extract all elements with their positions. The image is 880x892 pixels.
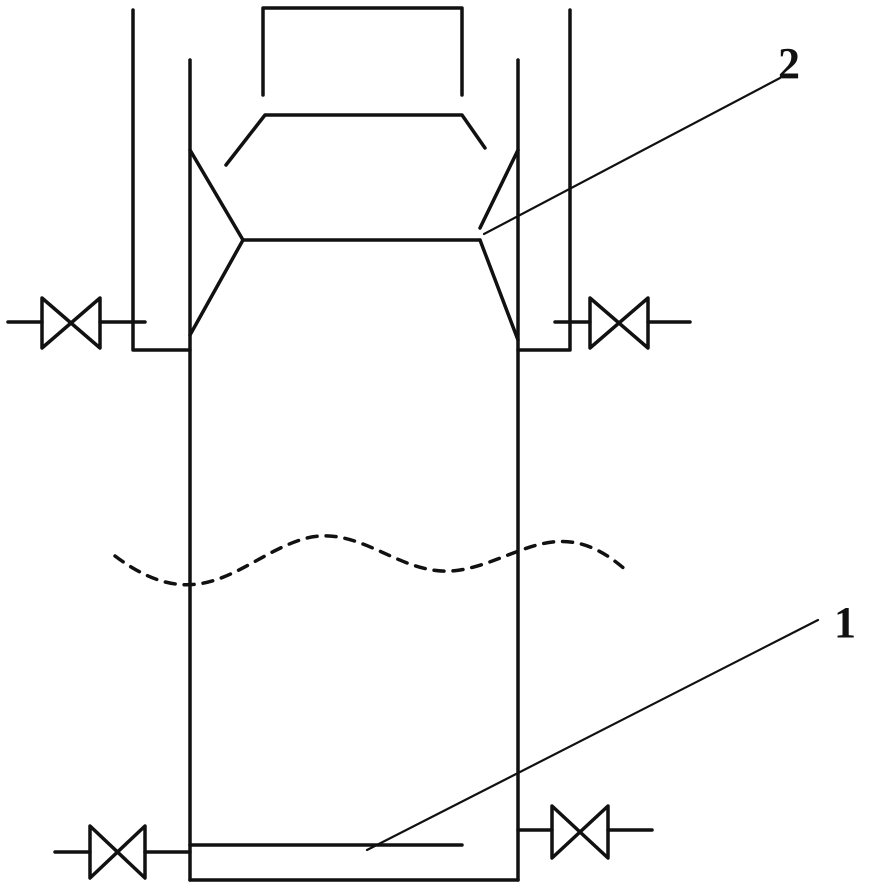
baffle-assembly (188, 148, 520, 342)
valve-icon (88, 824, 147, 880)
outer-jacket (131, 8, 572, 352)
leader-line-part-1 (365, 618, 820, 852)
valve-lower-left[interactable] (53, 824, 192, 880)
baffle-right-upper (478, 148, 520, 230)
leader-line-part-2 (482, 76, 782, 236)
valve-icon (588, 296, 650, 350)
baffle-right-lower (478, 238, 520, 342)
valve-lower-right[interactable] (516, 804, 654, 860)
cap-frame (261, 6, 464, 97)
top-cap (224, 6, 487, 167)
label-part-2: 2 (778, 39, 800, 88)
label-part-1: 1 (834, 598, 856, 647)
baffle-left (188, 148, 245, 337)
outer-jacket-left-wall (131, 8, 192, 352)
main-vessel (188, 58, 520, 882)
valve-icon (40, 296, 102, 350)
valve-upper-left[interactable] (6, 296, 147, 350)
liquid-level-wave (113, 534, 630, 587)
valve-upper-right[interactable] (553, 296, 692, 350)
cap-shoulder (224, 113, 487, 167)
outer-jacket-right-wall (516, 8, 572, 352)
valve-icon (550, 804, 610, 860)
